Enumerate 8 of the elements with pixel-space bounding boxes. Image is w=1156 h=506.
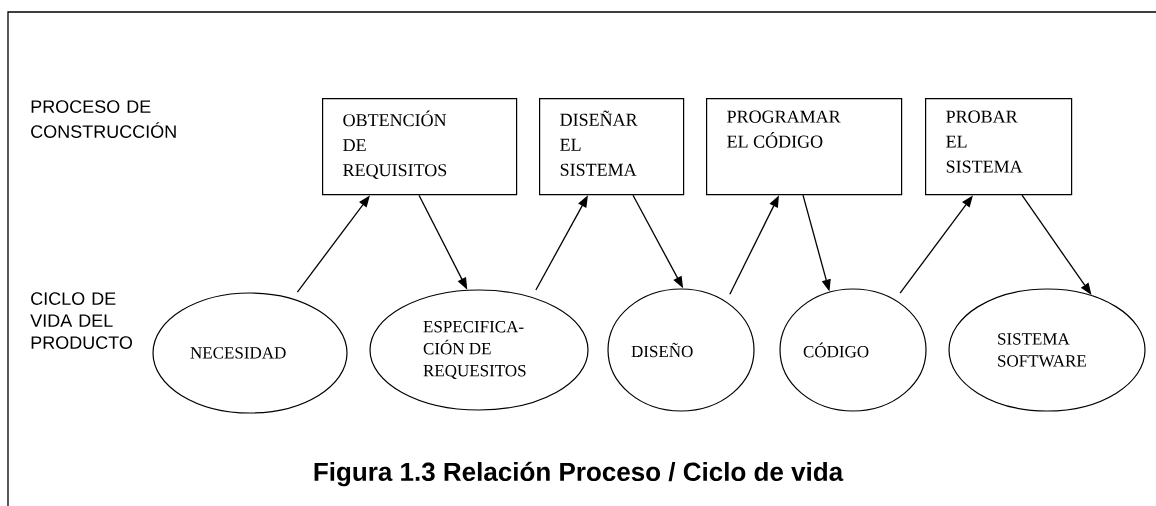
process-box: PROBAR EL SISTEMA xyxy=(925,98,1073,196)
process-box: DISEÑAR EL SISTEMA xyxy=(539,98,685,196)
row-label: CICLO DE VIDA DEL PRODUCTO xyxy=(30,292,132,349)
process-box: PROGRAMAR EL CÓDIGO xyxy=(706,98,903,196)
row-label: PROCESO DE CONSTRUCCIÓN xyxy=(31,100,176,138)
caption: Figura 1.3 Relación Proceso / Ciclo de vida xyxy=(314,461,844,487)
arrow xyxy=(1021,194,1092,295)
process-box: OBTENCIÓN DE REQUISITOS xyxy=(322,98,518,196)
